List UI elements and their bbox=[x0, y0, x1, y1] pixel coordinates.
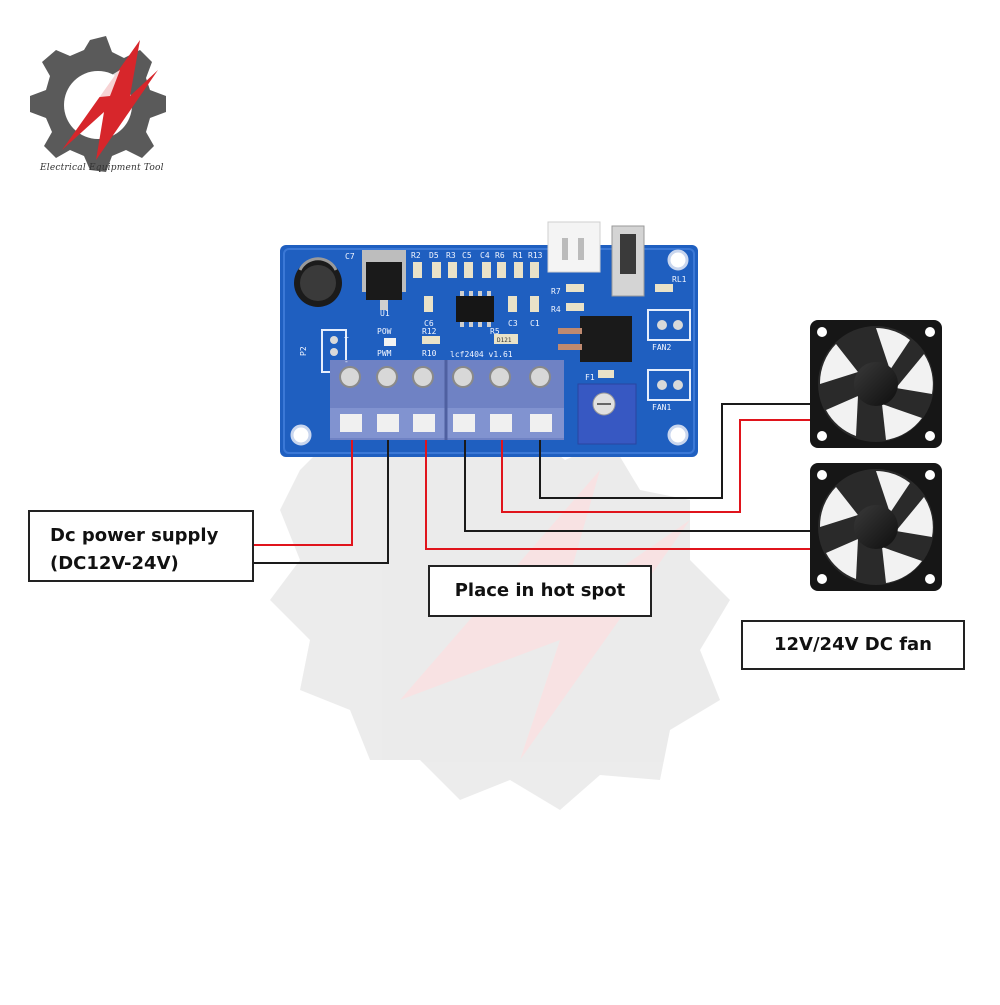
silk-u1: U1 bbox=[380, 309, 390, 318]
power-supply-label-line2: (DC12V-24V) bbox=[50, 553, 179, 574]
silk-d121: D121 bbox=[497, 337, 512, 344]
silk-c3: C3 bbox=[508, 319, 518, 328]
silk-r13: R13 bbox=[528, 251, 543, 260]
fan-bottom bbox=[810, 463, 942, 591]
controller-ic bbox=[456, 291, 494, 327]
smd-components bbox=[413, 262, 673, 378]
power-supply-label: Dc power supply (DC12V-24V) bbox=[28, 510, 254, 582]
hot-spot-label: Place in hot spot bbox=[428, 565, 652, 617]
silk-minus: - bbox=[344, 357, 349, 366]
fan-top bbox=[810, 320, 942, 448]
silk-r6: R6 bbox=[495, 251, 505, 260]
mosfet bbox=[558, 316, 632, 362]
silk-c4: C4 bbox=[480, 251, 490, 260]
silk-plus: + bbox=[344, 333, 349, 342]
silk-pwm: PWM bbox=[377, 349, 392, 358]
electrolytic-capacitor bbox=[294, 257, 342, 307]
silk-r3: R3 bbox=[446, 251, 456, 260]
silk-c7: C7 bbox=[345, 252, 355, 261]
wire-fan2-negative bbox=[464, 440, 810, 532]
silk-r12: R12 bbox=[422, 327, 437, 336]
silk-rl1: RL1 bbox=[672, 275, 687, 284]
silkscreen-labels: C7 U1 R2 D5 R3 C5 C4 R6 R1 R13 R7 R4 C6 … bbox=[299, 251, 687, 412]
silk-fan2: FAN2 bbox=[652, 343, 671, 352]
potentiometer bbox=[577, 383, 637, 445]
fan2-header bbox=[647, 309, 691, 341]
silk-pow: POW bbox=[377, 327, 392, 336]
terminal-screws bbox=[339, 366, 551, 388]
wires bbox=[254, 403, 810, 564]
silk-r7: R7 bbox=[551, 287, 561, 296]
fan1-header bbox=[647, 369, 691, 401]
slide-switch bbox=[611, 225, 645, 297]
silk-c5: C5 bbox=[462, 251, 472, 260]
terminal-block bbox=[330, 360, 564, 440]
mounting-holes bbox=[290, 249, 689, 446]
silk-c1: C1 bbox=[530, 319, 540, 328]
brand-logo-icon bbox=[30, 36, 166, 172]
fan-label: 12V/24V DC fan bbox=[741, 620, 965, 670]
silk-r10: R10 bbox=[422, 349, 437, 358]
silk-version: lcf2404 v1.61 bbox=[450, 350, 513, 359]
brand-name: Electrical Equipment Tool bbox=[40, 163, 164, 173]
silk-p2: P2 bbox=[299, 346, 308, 356]
wire-fan1-positive bbox=[501, 419, 810, 513]
silk-fan1: FAN1 bbox=[652, 403, 671, 412]
silk-r4: R4 bbox=[551, 305, 561, 314]
silk-f1: F1 bbox=[585, 373, 595, 382]
power-supply-label-line1: Dc power supply bbox=[50, 525, 219, 546]
silk-r1: R1 bbox=[513, 251, 523, 260]
jst-connector bbox=[547, 221, 601, 273]
wire-fan1-negative bbox=[539, 403, 810, 499]
wire-power-negative bbox=[254, 440, 389, 564]
silk-r2: R2 bbox=[411, 251, 421, 260]
wire-power-positive bbox=[254, 440, 353, 546]
silk-r5: R5 bbox=[490, 327, 500, 336]
pwm-led bbox=[384, 338, 396, 346]
silk-d5: D5 bbox=[429, 251, 439, 260]
controller-board: C7 U1 R2 D5 R3 C5 C4 R6 R1 R13 R7 R4 C6 … bbox=[280, 221, 698, 457]
silk-c6: C6 bbox=[424, 319, 434, 328]
regulator-u1 bbox=[362, 250, 406, 310]
wire-sensor bbox=[425, 440, 810, 550]
